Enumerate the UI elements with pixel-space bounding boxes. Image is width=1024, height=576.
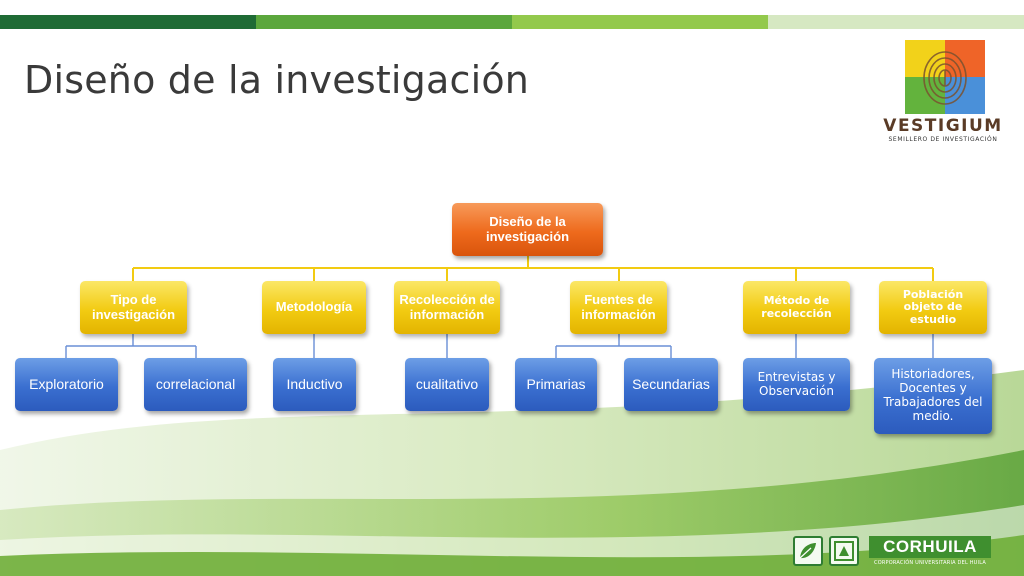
leaf-label: Secundarias xyxy=(632,376,710,393)
node-tipo-de-investigacion: Tipo de investigación xyxy=(80,281,187,334)
node-recoleccion-de-informacion: Recolección de información xyxy=(394,281,500,334)
top-color-bar xyxy=(0,15,1024,29)
leaf-cualitativo: cualitativo xyxy=(405,358,489,411)
logo-subtitle: SEMILLERO DE INVESTIGACIÓN xyxy=(888,136,998,143)
leaf-secundarias: Secundarias xyxy=(624,358,718,411)
leaf-label: Primarias xyxy=(526,376,586,393)
node-label: Fuentes de información xyxy=(581,291,656,322)
leaf-label: Entrevistas y Observación xyxy=(757,369,836,398)
node-label: Método de recolección xyxy=(761,293,832,320)
node-label: Población objeto de estudio xyxy=(902,287,964,326)
top-bar-segment-3 xyxy=(512,15,768,29)
leaf-exploratorio: Exploratorio xyxy=(15,358,118,411)
top-bar-segment-4 xyxy=(768,15,1024,29)
leaf-correlacional: correlacional xyxy=(144,358,247,411)
leaf-label: correlacional xyxy=(155,376,236,393)
leaf-primarias: Primarias xyxy=(515,358,597,411)
top-bar-segment-2 xyxy=(256,15,512,29)
node-metodo-de-recoleccion: Método de recolección xyxy=(743,281,850,334)
node-label: Tipo de investigación xyxy=(91,291,176,322)
footer-logo-name: CORHUILA xyxy=(869,536,991,558)
leaf-inductivo: Inductivo xyxy=(273,358,356,411)
node-poblacion-objeto-de-estudio: Población objeto de estudio xyxy=(879,281,987,334)
diagram-root-node: Diseño de la investigación xyxy=(452,203,603,256)
footer-logo-subtitle: CORPORACIÓN UNIVERSITARIA DEL HUILA xyxy=(874,560,986,566)
leaf-icon xyxy=(793,536,823,566)
logo-name: VESTIGIUM xyxy=(883,116,1003,136)
root-label: Diseño de la investigación xyxy=(485,213,570,244)
slide-title: Diseño de la investigación xyxy=(24,58,530,102)
background-wave xyxy=(0,370,1024,576)
vestigium-logo: VESTIGIUM SEMILLERO DE INVESTIGACIÓN xyxy=(877,38,1009,150)
node-metodologia: Metodología xyxy=(262,281,366,334)
leaf-label: Historiadores, Docentes y Trabajadores d… xyxy=(883,367,983,423)
corhuila-logo: CORHUILA CORPORACIÓN UNIVERSITARIA DEL H… xyxy=(793,535,993,569)
leaf-label: cualitativo xyxy=(415,376,479,393)
leaf-entrevistas-y-observacion: Entrevistas y Observación xyxy=(743,358,850,411)
top-bar-segment-1 xyxy=(0,15,256,29)
leaf-historiadores-docentes: Historiadores, Docentes y Trabajadores d… xyxy=(874,358,992,434)
node-fuentes-de-informacion: Fuentes de información xyxy=(570,281,667,334)
emblem-icon xyxy=(829,536,859,566)
leaf-label: Inductivo xyxy=(286,376,343,393)
node-label: Recolección de información xyxy=(399,291,495,322)
node-label: Metodología xyxy=(275,299,353,315)
fingerprint-icon xyxy=(905,40,985,114)
leaf-label: Exploratorio xyxy=(29,376,104,393)
